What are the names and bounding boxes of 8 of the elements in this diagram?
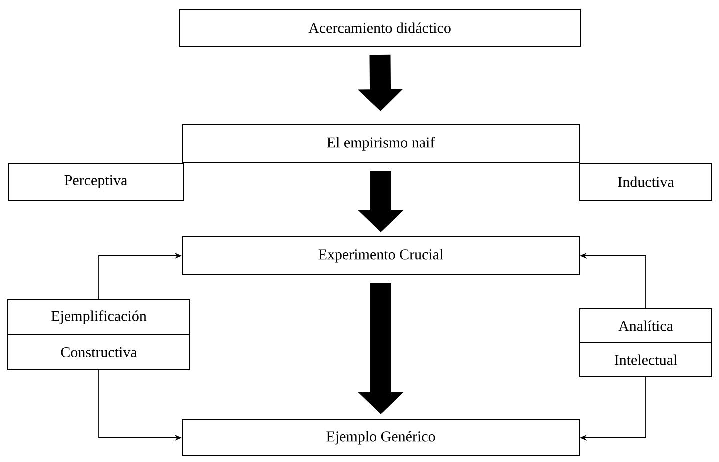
process-box: Perceptiva — [8, 163, 184, 201]
process-box: Acercamiento didáctico — [179, 9, 581, 47]
divided-box: Analítica Intelectual — [580, 308, 712, 378]
divided-box: Ejemplificación Constructiva — [8, 300, 190, 370]
process-box: Experimento Crucial — [182, 236, 580, 276]
process-box: El empirismo naif — [182, 124, 580, 164]
process-box: Ejemplo Genérico — [182, 420, 580, 456]
process-box: Inductiva — [580, 163, 712, 201]
